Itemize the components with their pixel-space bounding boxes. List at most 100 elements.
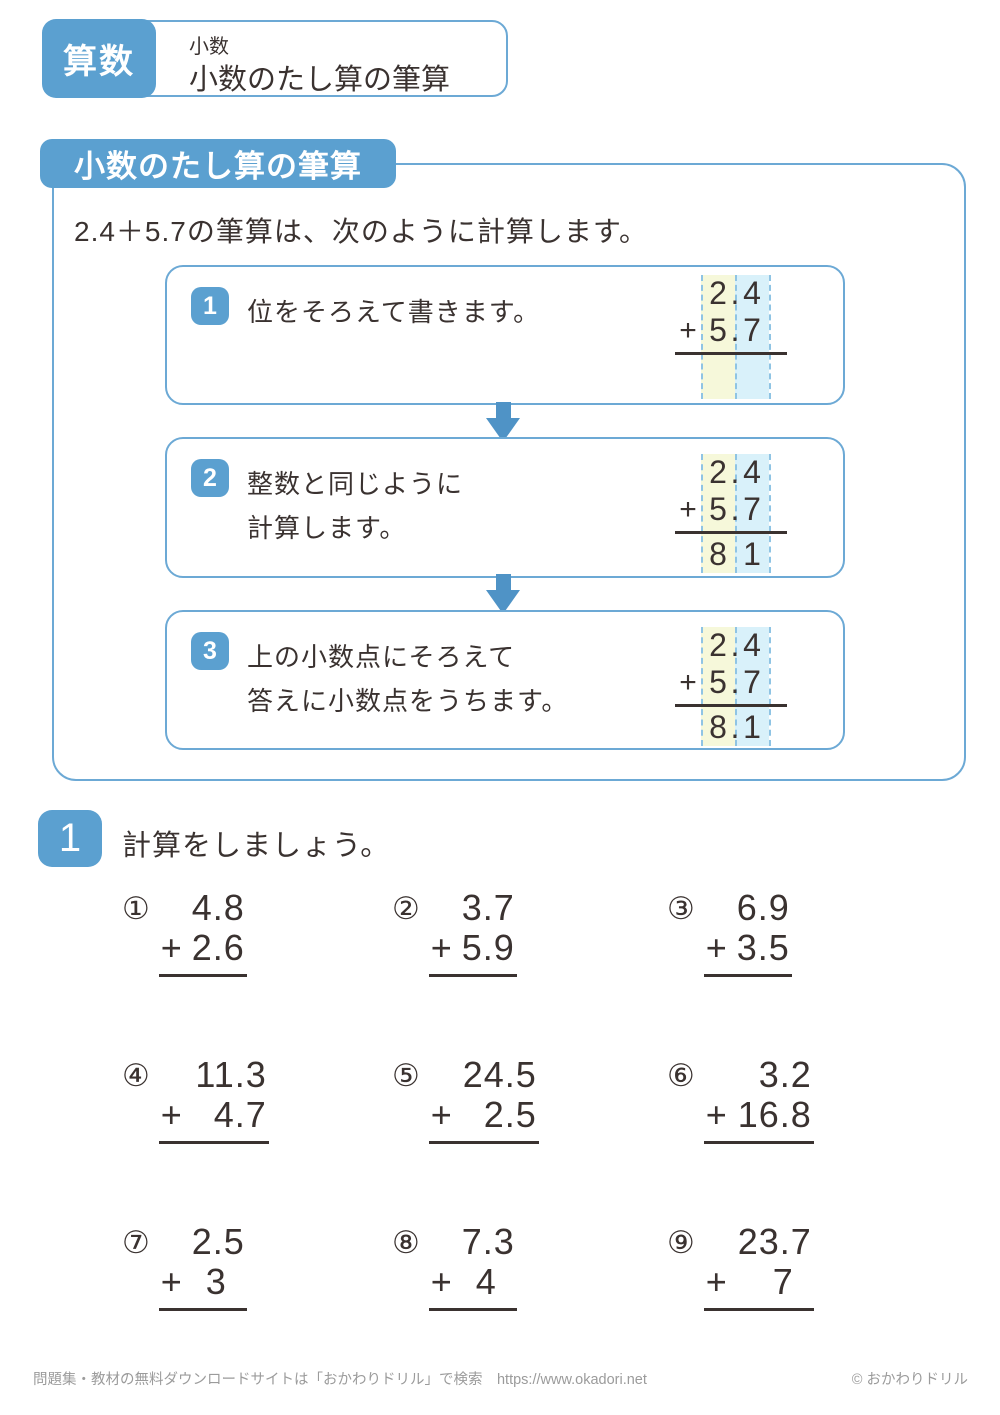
step-text: 上の小数点にそろえて 答えに小数点をうちます。 — [247, 635, 568, 723]
column-dashed-line — [735, 627, 737, 746]
problem-number: ② — [392, 891, 420, 926]
plus-sign: + — [430, 927, 453, 968]
problem-top-number: 2.5 — [191, 1221, 245, 1262]
step-text-line: 位をそろえて書きます。 — [247, 297, 541, 327]
step-text: 位をそろえて書きます。 — [247, 290, 540, 334]
problem-number: ④ — [122, 1058, 150, 1093]
problem-calculation: 3.7 + 5.9 — [428, 887, 517, 977]
calc-sum: 8.1 — [709, 709, 761, 745]
problem-operand: 2.6 — [191, 927, 245, 968]
calc-addend-1: 2.4 — [709, 454, 761, 490]
problem: ⑦ 2.5 + 3 — [122, 1222, 392, 1311]
sum-line — [675, 704, 787, 707]
tenths-column-highlight — [735, 627, 769, 746]
problem-number: ⑧ — [392, 1225, 420, 1260]
problem-operand: 4.7 — [213, 1094, 267, 1135]
problem-operand: 2.5 — [483, 1094, 537, 1135]
problem-calculation: 23.7 + 7 — [703, 1221, 814, 1311]
problem-calculation: 4.8 + 2.6 — [158, 887, 247, 977]
column-dashed-line — [769, 275, 771, 399]
down-arrow-icon — [486, 574, 520, 614]
plus-sign: + — [160, 927, 183, 968]
ones-column-highlight — [701, 627, 735, 746]
problem-top-number: 3.2 — [758, 1054, 812, 1095]
column-dashed-line — [769, 627, 771, 746]
column-calculation: 2.4 +5.7 — [675, 275, 787, 399]
step-text-line: 計算します。 — [247, 513, 407, 543]
problem-top-number: 3.7 — [461, 887, 515, 928]
header-category: 小数 — [189, 36, 229, 58]
problem: ③ 6.9 + 3.5 — [667, 888, 907, 977]
problem-top-number: 24.5 — [462, 1054, 537, 1095]
problem-operand: 3.5 — [736, 927, 790, 968]
plus-sign: + — [705, 1261, 728, 1302]
column-dashed-line — [735, 454, 737, 573]
sum-line — [675, 531, 787, 534]
lesson-intro: 2.4＋5.7の筆算は、次のように計算します。 — [74, 216, 649, 247]
problem-top-number: 11.3 — [195, 1054, 267, 1095]
problem-number: ⑥ — [667, 1058, 695, 1093]
step-badge: 3 — [191, 632, 229, 670]
problem-top-number: 23.7 — [737, 1221, 812, 1262]
calc-addend-1: 2.4 — [709, 627, 761, 663]
step-badge: 2 — [191, 459, 229, 497]
problem-bottom-row: + 7 — [703, 1261, 814, 1311]
problem-number: ⑦ — [122, 1225, 150, 1260]
problem: ⑤ 24.5 + 2.5 — [392, 1055, 667, 1144]
problem-bottom-row: + 3 — [158, 1262, 247, 1311]
problem-calculation: 7.3 + 4 — [428, 1222, 517, 1311]
problem-calculation: 6.9 + 3.5 — [703, 887, 792, 977]
plus-sign: + — [679, 665, 697, 699]
step-text-line: 答えに小数点をうちます。 — [247, 686, 569, 716]
problem-number: ⑤ — [392, 1058, 420, 1093]
column-dashed-line — [701, 627, 703, 746]
problem: ② 3.7 + 5.9 — [392, 888, 667, 977]
exercise-number-badge: 1 — [38, 810, 102, 867]
problem-operand: 5.9 — [461, 927, 515, 968]
problem: ⑥ 3.2 + 16.8 — [667, 1055, 907, 1144]
lesson-label: 小数のたし算の筆算 — [40, 139, 396, 188]
problem-top-number: 4.8 — [191, 887, 245, 928]
step-text-line: 整数と同じように — [247, 469, 464, 499]
footer-site-info: 問題集・教材の無料ダウンロードサイトは「おかわりドリル」で検索 https://… — [33, 1372, 647, 1388]
down-arrow-icon — [486, 402, 520, 442]
plus-sign: + — [679, 313, 697, 347]
step-badge: 1 — [191, 287, 229, 325]
problem-bottom-row: + 3.5 — [703, 927, 792, 977]
calc-addend-2: +5.7 — [675, 491, 787, 528]
problem-bottom-row: + 2.5 — [428, 1094, 539, 1144]
lesson-step-3: 3 上の小数点にそろえて 答えに小数点をうちます。 2.4 +5.7 8.1 — [165, 610, 845, 750]
problem: ④ 11.3 + 4.7 — [122, 1055, 392, 1144]
problem: ① 4.8 + 2.6 — [122, 888, 392, 977]
tenths-column-highlight — [735, 454, 769, 573]
header-title: 小数のたし算の筆算 — [189, 64, 451, 96]
problem-calculation: 3.2 + 16.8 — [703, 1054, 814, 1144]
problem-bottom-row: + 2.6 — [158, 927, 247, 977]
column-calculation: 2.4 +5.7 8.1 — [675, 627, 787, 746]
calc-addend-2: +5.7 — [675, 312, 787, 349]
column-dashed-line — [701, 275, 703, 399]
problem-number: ⑨ — [667, 1225, 695, 1260]
problem: ⑨ 23.7 + 7 — [667, 1222, 907, 1311]
problem-top-number: 6.9 — [736, 887, 790, 928]
problem-calculation: 24.5 + 2.5 — [428, 1054, 539, 1144]
footer-copyright: © おかわりドリル — [851, 1372, 968, 1388]
problem-number: ① — [122, 891, 150, 926]
problems-grid: ① 4.8 + 2.6 ② 3.7 + 5.9 ③ 6.9 — [122, 888, 907, 1311]
problem-number: ③ — [667, 891, 695, 926]
exercise-prompt: 計算をしましょう。 — [122, 830, 391, 862]
plus-sign: + — [705, 927, 728, 968]
column-dashed-line — [701, 454, 703, 573]
column-dashed-line — [769, 454, 771, 573]
plus-sign: + — [705, 1094, 728, 1135]
plus-sign: + — [160, 1094, 183, 1135]
calc-addend-2: +5.7 — [675, 664, 787, 701]
plus-sign: + — [430, 1261, 453, 1302]
calc-addend-1: 2.4 — [709, 275, 761, 311]
problem-operand: 16.8 — [737, 1094, 812, 1135]
problem-calculation: 11.3 + 4.7 — [158, 1054, 269, 1144]
ones-column-highlight — [701, 454, 735, 573]
